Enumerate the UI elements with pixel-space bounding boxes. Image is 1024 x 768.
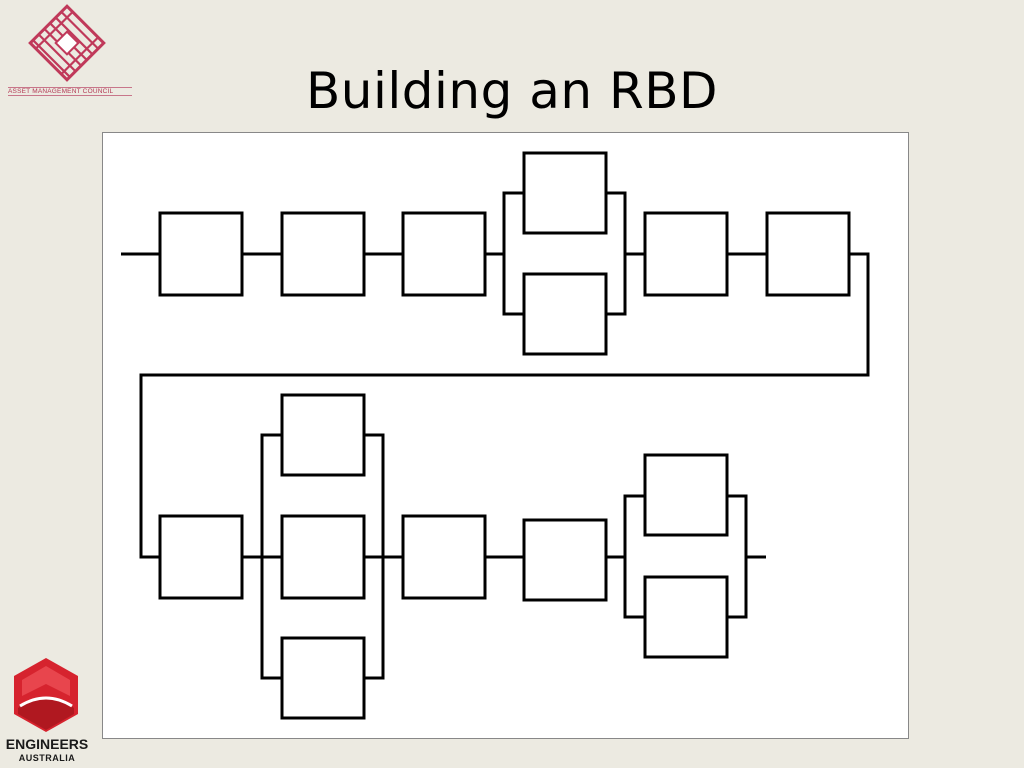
page-title: Building an RBD xyxy=(306,62,718,120)
amc-emblem-icon xyxy=(28,4,106,82)
rbd-block xyxy=(158,514,244,600)
rbd-block xyxy=(280,393,366,477)
rbd-parallel-group xyxy=(623,453,748,659)
rbd-wrap-connector xyxy=(139,252,870,559)
rbd-block xyxy=(643,453,729,537)
rbd-connector xyxy=(502,191,524,316)
rbd-block xyxy=(401,211,487,297)
rbd-block xyxy=(765,211,851,297)
engineers-australia-emblem-icon xyxy=(14,658,78,732)
rbd-block xyxy=(158,211,244,297)
rbd-row-bottom xyxy=(158,393,766,720)
rbd-diagram xyxy=(102,132,909,739)
rbd-block xyxy=(280,514,366,600)
rbd-parallel-group xyxy=(260,393,385,720)
engineers-australia-logo: ENGINEERS AUSTRALIA xyxy=(0,656,96,766)
rbd-block xyxy=(280,211,366,297)
rbd-connector xyxy=(727,494,748,619)
rbd-block xyxy=(522,518,608,602)
rbd-connector xyxy=(623,494,645,619)
rbd-connector xyxy=(606,191,627,316)
amc-caption: ASSET MANAGEMENT COUNCIL xyxy=(8,87,132,96)
rbd-block xyxy=(280,636,366,720)
rbd-diagram-svg xyxy=(121,151,870,720)
rbd-block xyxy=(643,575,729,659)
rbd-block xyxy=(643,211,729,297)
rbd-block xyxy=(522,272,608,356)
rbd-row-top xyxy=(121,151,870,559)
ea-name-line2: AUSTRALIA xyxy=(18,753,76,763)
rbd-block xyxy=(522,151,608,235)
rbd-parallel-group xyxy=(502,151,627,356)
asset-management-council-logo: ASSET MANAGEMENT COUNCIL xyxy=(6,4,132,96)
rbd-block xyxy=(401,514,487,600)
ea-name-line1: ENGINEERS xyxy=(5,736,89,752)
